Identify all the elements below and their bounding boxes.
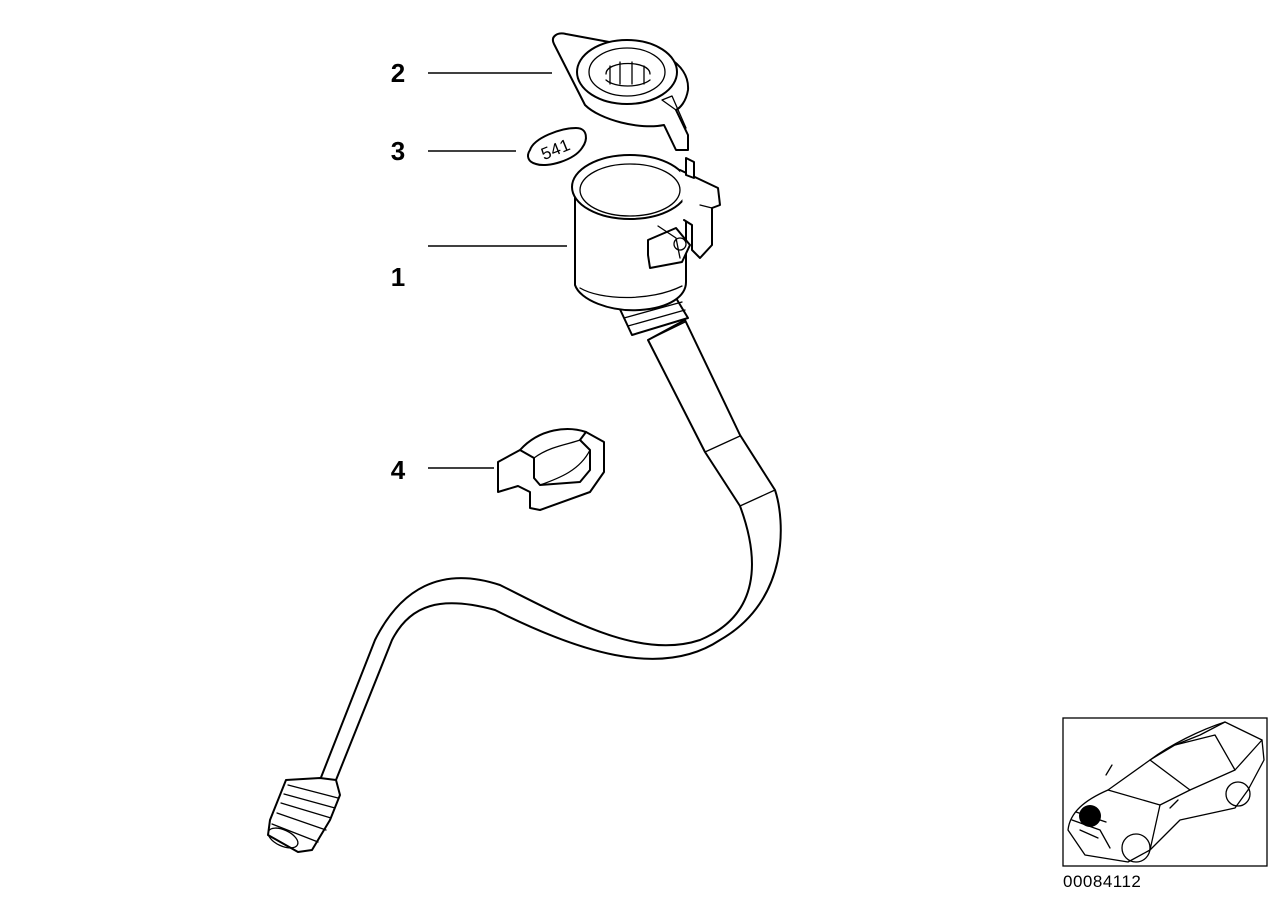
filler-neck-part-1 — [571, 154, 721, 336]
hose-clip-part-4 — [497, 428, 605, 511]
callout-2: 2 — [391, 58, 405, 88]
vehicle-location-thumbnail — [1062, 717, 1268, 867]
diagram-code: 00084112 — [1063, 872, 1141, 891]
seal-label-part-3: 541 — [527, 127, 587, 166]
reservoir-cap-part-2 — [552, 32, 690, 151]
location-marker — [1079, 805, 1101, 827]
car-outline-icon — [1067, 721, 1265, 863]
callout-3: 3 — [391, 136, 405, 166]
callout-1: 1 — [391, 262, 405, 292]
hose-end-connector — [267, 777, 341, 853]
callout-4: 4 — [391, 455, 406, 485]
filler-hose — [319, 319, 782, 781]
